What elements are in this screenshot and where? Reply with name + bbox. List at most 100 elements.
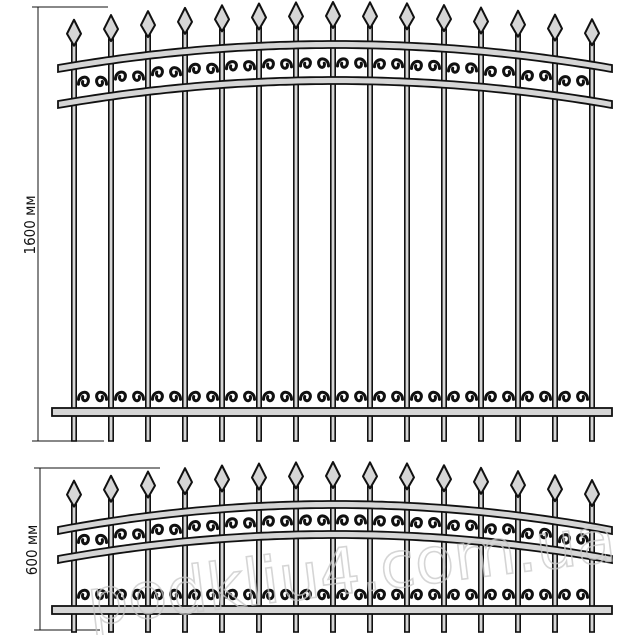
picket-bar [219, 28, 226, 442]
dimension-markers [32, 6, 160, 631]
lower-scroll-ornament [336, 390, 349, 403]
lower-scroll-ornament [354, 390, 367, 403]
upper-scroll-ornament [465, 62, 478, 74]
upper-scroll-ornament [151, 523, 164, 536]
bottom-straight-rail [51, 407, 613, 417]
upper-fence-panel [51, 1, 613, 442]
lower-scroll-ornament [428, 390, 441, 403]
lower-scroll-ornament [169, 588, 182, 601]
spike-finial [325, 1, 341, 30]
spike-finial [547, 13, 563, 42]
spike-finial [214, 464, 230, 493]
upper-scroll-ornament [280, 58, 293, 70]
lower-scroll-ornament [502, 588, 515, 601]
lower-scroll-ornament [77, 588, 90, 601]
lower-scroll-ornament [410, 588, 423, 601]
lower-scroll-ornament [410, 390, 423, 403]
lower-scroll-ornament [558, 588, 571, 601]
spike-finial [103, 474, 119, 503]
upper-scroll-ornament [188, 520, 201, 532]
upper-scroll-ornament [188, 62, 201, 75]
upper-scroll-ornament [558, 75, 571, 87]
spike-finial [436, 464, 452, 493]
lower-scroll-ornament [484, 390, 497, 403]
second-arched-rail [57, 76, 613, 110]
upper-scroll-ornament [502, 523, 515, 535]
spike-finial [547, 474, 563, 503]
spike-finial [362, 461, 378, 490]
upper-scroll-ornament [428, 59, 441, 72]
upper-scroll-ornament [206, 520, 219, 532]
lower-scroll-ornament [317, 588, 330, 601]
upper-scroll-ornament [539, 527, 552, 540]
picket-bar [329, 25, 336, 442]
lower-scroll-ornament [502, 390, 515, 403]
picket-bar [440, 28, 447, 442]
lower-scroll-ornament [521, 588, 534, 601]
upper-scroll-ornament [465, 519, 478, 532]
lower-scroll-ornament [447, 588, 460, 601]
lower-scroll-ornament [206, 588, 219, 601]
upper-scroll-ornament [484, 65, 497, 78]
picket-bar [255, 26, 262, 442]
lower-scroll-ornament [132, 390, 145, 403]
lower-scroll-ornament [114, 390, 127, 403]
upper-scroll-ornament [484, 523, 497, 535]
lower-scroll-ornament [391, 390, 404, 403]
lower-scroll-ornament [95, 390, 108, 403]
upper-scroll-ornament [373, 58, 386, 70]
upper-scroll-ornament [225, 60, 238, 72]
upper-scroll-ornament [502, 65, 515, 78]
spike-finial [140, 10, 156, 39]
upper-scroll-ornament [132, 70, 145, 82]
upper-scroll-ornament [262, 515, 275, 527]
lower-scroll-ornament [354, 588, 367, 601]
lower-scroll-ornament [114, 588, 127, 601]
picket-bar [403, 26, 410, 442]
spike-finial [473, 466, 489, 495]
spike-finial [66, 479, 82, 508]
upper-scroll-ornament [539, 70, 552, 82]
tall-dimension-label: 1600 мм [21, 196, 39, 255]
upper-scroll-ornament [114, 528, 127, 540]
upper-scroll-ornament [428, 517, 441, 529]
spike-finial [140, 470, 156, 499]
upper-scroll-ornament [521, 527, 534, 540]
spike-finial [177, 6, 193, 35]
lower-fence-panel [51, 461, 613, 633]
upper-scroll-ornament [576, 75, 589, 87]
lower-scroll-ornament [280, 390, 293, 403]
lower-scroll-ornament [558, 390, 571, 403]
spike-finial [399, 462, 415, 491]
lower-scroll-ornament [262, 390, 275, 403]
upper-scroll-ornament [354, 57, 367, 69]
upper-scroll-ornament [151, 66, 164, 78]
top-arched-rail [57, 40, 613, 74]
upper-scroll-ornament [336, 57, 349, 69]
lower-scroll-ornament [317, 390, 330, 403]
lower-scroll-ornament [95, 588, 108, 601]
upper-scroll-ornament [391, 515, 404, 527]
spike-finial [103, 14, 119, 43]
lower-scroll-ornament [465, 588, 478, 601]
upper-scroll-ornament [262, 58, 275, 70]
spike-finial [66, 18, 82, 47]
picket-bar [292, 25, 299, 442]
upper-scroll-ornament [373, 515, 386, 527]
upper-scroll-ornament [317, 514, 330, 526]
picket-bar [514, 33, 521, 442]
lower-scroll-ornament [299, 588, 312, 601]
spike-finial [473, 6, 489, 35]
upper-scroll-ornament [299, 514, 312, 526]
lower-scroll-ornament [243, 588, 256, 601]
top-arched-rail [57, 500, 613, 536]
upper-scroll-ornament [243, 517, 256, 529]
lower-scroll-ornament [576, 390, 589, 403]
upper-scroll-ornament [114, 70, 127, 82]
spike-finial [251, 462, 267, 491]
lower-scroll-ornament [151, 588, 164, 601]
lower-scroll-ornament [225, 588, 238, 601]
upper-scroll-ornament [169, 66, 182, 78]
lower-scroll-ornament [447, 390, 460, 403]
